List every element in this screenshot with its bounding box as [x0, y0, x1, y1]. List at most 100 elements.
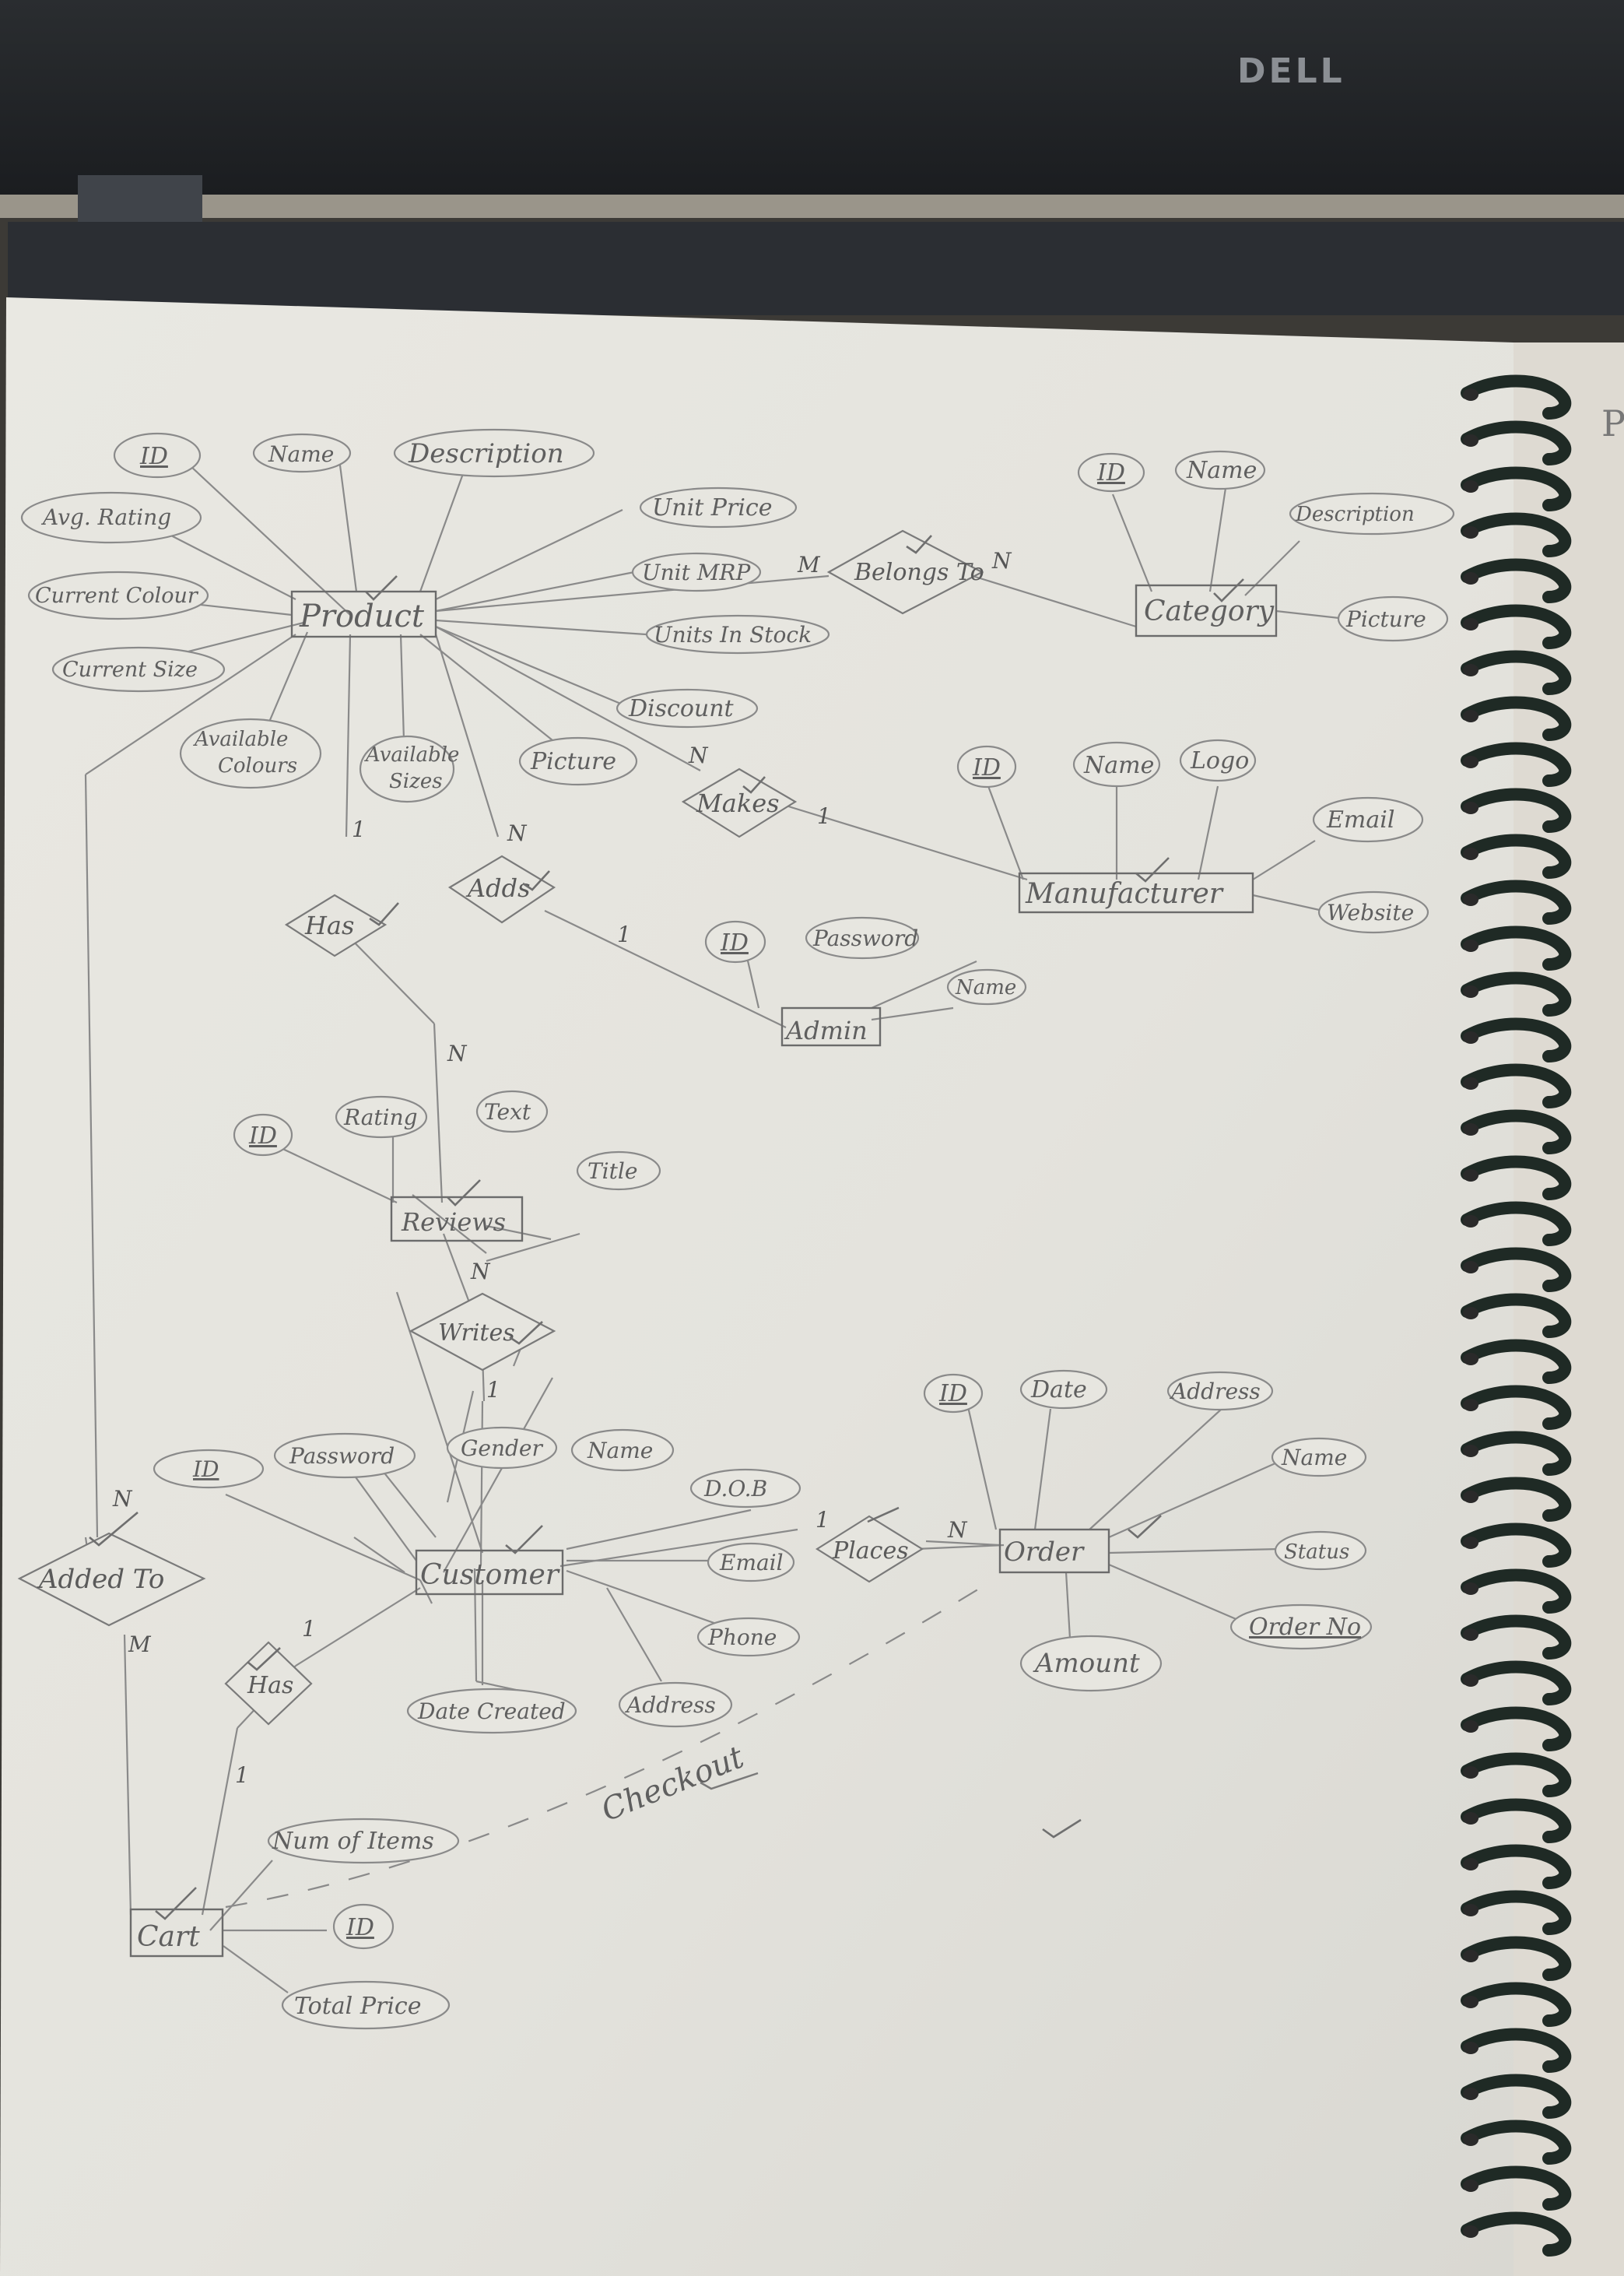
spiral-coil: [1461, 1752, 1572, 1797]
has-reviews-relationship: [284, 894, 388, 957]
customer-attr-password: Password: [289, 1443, 395, 1469]
spiral-coil: [1461, 1063, 1572, 1108]
order-attr-id: ID: [938, 1380, 967, 1407]
spiral-hole: [1463, 1123, 1478, 1136]
spiral-hole: [1463, 1215, 1478, 1228]
spiral-coil: [1461, 971, 1572, 1017]
card-hascart-customer: 1: [302, 1616, 316, 1642]
product-attr-unit-price: Unit Price: [652, 494, 772, 522]
spiral-hole: [1463, 1353, 1478, 1365]
dell-logo: DELL: [1237, 51, 1345, 91]
spiral-hole: [1463, 940, 1478, 952]
order-attr-order-no: Order No: [1249, 1614, 1361, 1641]
spiral-hole: [1463, 1950, 1478, 1962]
card-makes-product: N: [688, 743, 709, 768]
spiral-coil: [1461, 604, 1572, 649]
spiral-coil: [1461, 1431, 1572, 1476]
card-places-customer: 1: [816, 1507, 830, 1533]
card-hascart-cart: 1: [235, 1762, 249, 1788]
spiral-hole: [1463, 1674, 1478, 1687]
product-attr-name: Name: [268, 441, 334, 467]
spiral-hole: [1463, 1399, 1478, 1411]
spiral-hole: [1463, 1261, 1478, 1273]
spiral-hole: [1463, 1307, 1478, 1319]
card-makes-manufacturer: 1: [817, 803, 831, 829]
spiral-coil: [1461, 1798, 1572, 1843]
spiral-hole: [1463, 1537, 1478, 1549]
has-cart-label: Has: [247, 1672, 293, 1699]
spiral-hole: [1463, 710, 1478, 722]
cart-attr-id: ID: [345, 1914, 374, 1941]
card-added-cart: M: [128, 1631, 152, 1657]
attribute-labels: ID Name Description Avg. Rating Current …: [35, 438, 1426, 2020]
spiral-hole: [1463, 1812, 1478, 1825]
manufacturer-attr-website: Website: [1327, 900, 1414, 926]
card-adds-admin: 1: [617, 922, 631, 947]
admin-attr-name: Name: [955, 976, 1016, 999]
order-attr-address: Address: [1169, 1379, 1261, 1404]
spiral-hole: [1463, 664, 1478, 676]
spiral-binding: [1461, 374, 1572, 2257]
spiral-coil: [1461, 1614, 1572, 1660]
product-attr-units-in-stock: Units In Stock: [654, 622, 812, 648]
spiral-coil: [1461, 926, 1572, 971]
order-attr-name: Name: [1281, 1445, 1347, 1470]
spiral-hole: [1463, 1766, 1478, 1779]
makes-label: Makes: [696, 789, 780, 818]
cart-entity: [129, 1908, 224, 1958]
cart-attr-total-price: Total Price: [294, 1993, 422, 2020]
spiral-coil: [1461, 696, 1572, 741]
card-places-order: N: [947, 1517, 968, 1543]
admin-label: Admin: [784, 1016, 868, 1045]
spiral-coil: [1461, 558, 1572, 603]
product-attr-available-sizes-1: Available: [364, 743, 459, 767]
spiral-hole: [1463, 1858, 1478, 1870]
card-adds-product: N: [507, 820, 528, 846]
manufacturer-label: Manufacturer: [1025, 878, 1224, 910]
spiral-hole: [1463, 526, 1478, 539]
spiral-hole: [1463, 480, 1478, 493]
spiral-hole: [1463, 1996, 1478, 2008]
spiral-hole: [1463, 1628, 1478, 1641]
order-entity: [998, 1528, 1110, 1574]
product-attr-available-colours-1: Available: [193, 728, 288, 751]
category-attr-picture: Picture: [1345, 606, 1426, 632]
customer-label: Customer: [420, 1559, 560, 1591]
adds-relationship: [447, 855, 556, 924]
spiral-coil: [1461, 2120, 1572, 2165]
spiral-coil: [1461, 420, 1572, 465]
spiral-coil: [1461, 1155, 1572, 1200]
spiral-coil: [1461, 1936, 1572, 1981]
spiral-coil: [1461, 650, 1572, 695]
reviews-attr-rating: Rating: [343, 1105, 418, 1130]
order-attr-amount: Amount: [1033, 1648, 1140, 1679]
added-to-label: Added To: [37, 1564, 164, 1595]
spiral-coil: [1461, 466, 1572, 511]
card-added-product: N: [112, 1486, 133, 1512]
has-reviews-label: Has: [304, 911, 354, 940]
spiral-coil: [1461, 880, 1572, 925]
customer-entity: [415, 1549, 564, 1596]
spiral-hole: [1463, 1031, 1478, 1044]
spiral-coil: [1461, 1339, 1572, 1384]
spiral-hole: [1463, 756, 1478, 768]
customer-attr-id: ID: [192, 1456, 219, 1482]
spiral-coil: [1461, 1844, 1572, 1889]
places-label: Places: [832, 1537, 909, 1565]
spiral-hole: [1463, 2179, 1478, 2192]
writes-label: Writes: [438, 1319, 515, 1347]
order-attr-date: Date: [1030, 1376, 1087, 1403]
customer-attr-email: Email: [719, 1550, 784, 1575]
reviews-attr-title: Title: [588, 1158, 637, 1184]
manufacturer-attr-email: Email: [1326, 806, 1394, 834]
card-has-reviews: N: [447, 1041, 468, 1066]
customer-attr-date-created: Date Created: [417, 1698, 566, 1724]
spiral-hole: [1463, 1169, 1478, 1182]
spiral-hole: [1463, 894, 1478, 906]
spiral-hole: [1463, 434, 1478, 447]
spiral-hole: [1463, 802, 1478, 814]
spiral-coil: [1461, 1201, 1572, 1246]
page-edge-letter: P: [1601, 402, 1624, 444]
order-label: Order: [1004, 1537, 1085, 1568]
spiral-hole: [1463, 1582, 1478, 1595]
